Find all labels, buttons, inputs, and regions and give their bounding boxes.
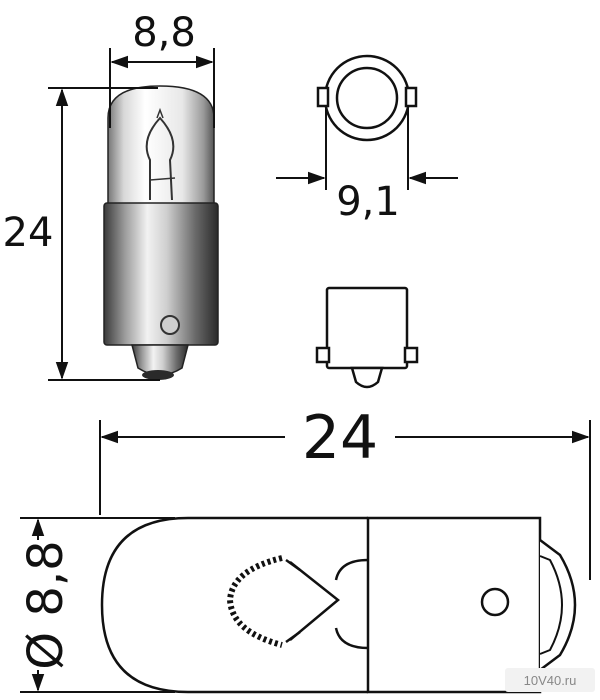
- dim-base-width-label: 9,1: [336, 179, 400, 225]
- bulb-photo: [103, 85, 219, 380]
- filament: [145, 107, 176, 201]
- base-end-view: [316, 54, 418, 142]
- dim-side-diameter-label: Ø 8,8: [18, 540, 74, 669]
- bayonet-pin: [160, 315, 180, 335]
- dim-base-width: 9,1: [276, 106, 458, 225]
- dim-top-height-label: 24: [3, 210, 54, 256]
- base-side-view: [315, 286, 419, 389]
- dim-top-width-label: 8,8: [132, 10, 196, 56]
- dim-top-height: 24: [3, 87, 160, 381]
- dim-side-diameter: Ø 8,8: [18, 517, 175, 693]
- dim-top-width: 8,8: [109, 10, 215, 128]
- bulb-glass: [107, 85, 215, 206]
- dim-side-length: 24: [99, 403, 591, 580]
- profile-glass: [100, 516, 368, 694]
- bulb-profile: [100, 516, 577, 694]
- site-watermark: 10V40.ru: [505, 668, 595, 692]
- profile-filament: [226, 555, 369, 650]
- profile-pin: [480, 587, 510, 617]
- dim-side-length-label: 24: [302, 403, 378, 473]
- profile-base: [366, 516, 542, 694]
